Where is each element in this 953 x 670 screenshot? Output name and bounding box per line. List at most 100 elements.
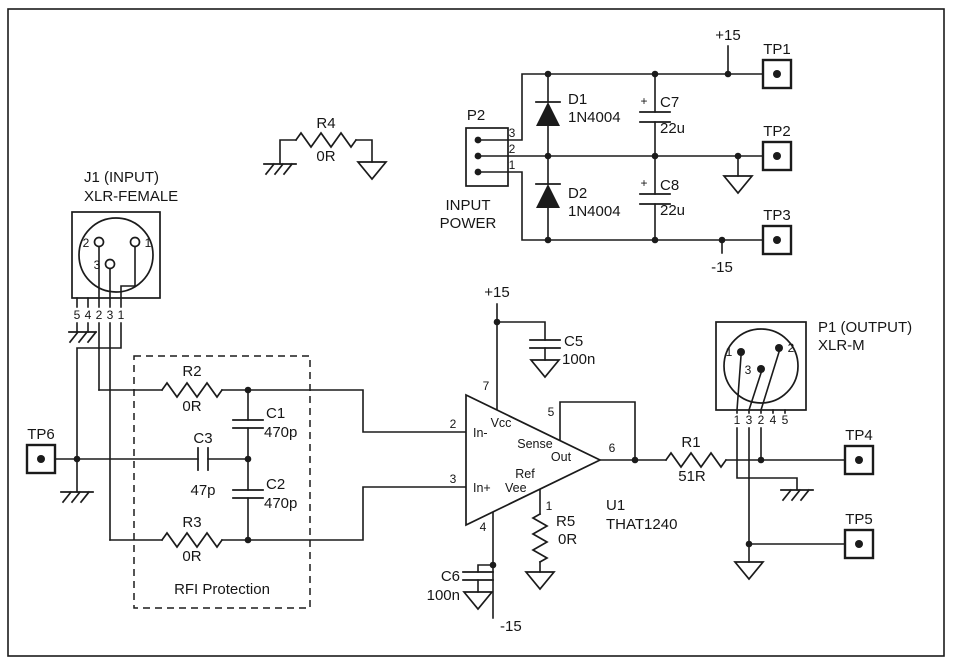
earth-ground-icon <box>263 162 297 176</box>
j1-tail-pin-label: 1 <box>118 308 125 322</box>
junction-dot <box>745 540 753 548</box>
p1-tail-pin-label: 5 <box>782 413 789 427</box>
r4-ref-label: R4 <box>316 115 335 132</box>
testpoint-tp3: TP3 <box>761 207 793 256</box>
c1-ref-label: C1 <box>266 405 285 422</box>
diode-d1: D1 1N4004 <box>535 91 621 126</box>
c6-value-label: 100n <box>427 587 460 604</box>
u1-supply-pos-label: +15 <box>484 284 509 301</box>
tp6-label: TP6 <box>27 426 55 443</box>
u1-in-plus-label: In+ <box>473 481 491 495</box>
u1-pin1-label: 1 <box>546 499 553 513</box>
connector-p1: P1 (OUTPUT) XLR-M 1 2 3 1 3 2 4 5 <box>715 319 912 581</box>
c8-plates <box>639 193 671 205</box>
wire-power <box>477 45 764 254</box>
j1-tail-pin-label: 5 <box>74 308 81 322</box>
c7-plates <box>639 111 671 123</box>
u1-pin6-label: 6 <box>609 441 616 455</box>
u1-pin2-label: 2 <box>450 417 457 431</box>
j1-face-pin1-label: 1 <box>145 236 152 250</box>
c7-value-label: 22u <box>660 120 685 137</box>
c8-polarity-label: + <box>640 176 647 190</box>
junction-dot <box>544 236 552 244</box>
tp1-label: TP1 <box>763 41 791 58</box>
p1-tail-pin-label: 1 <box>734 413 741 427</box>
positive-rail-label: +15 <box>715 27 740 44</box>
p2-pin-dot <box>474 136 482 144</box>
connector-j1: J1 (INPUT) XLR-FEMALE 2 1 3 5 4 2 3 1 <box>60 169 178 541</box>
c8-ref-label: C8 <box>660 177 679 194</box>
r4-wires <box>279 139 373 165</box>
c6-ref-label: C6 <box>441 568 460 585</box>
d2-ref-label: D2 <box>568 185 587 202</box>
r1-zigzag <box>664 451 728 469</box>
opamp-u1-section: C5 100n C6 100n R5 0R +15 -15 7 2 3 5 6 … <box>427 284 678 635</box>
r5-value-label: 0R <box>558 531 577 548</box>
p2-pin2-label: 2 <box>509 142 516 156</box>
c5-ref-label: C5 <box>564 333 583 350</box>
testpoint-tp4: TP4 <box>843 427 875 476</box>
junction-dot <box>651 236 659 244</box>
u1-pin5-label: 5 <box>548 405 555 419</box>
p2-pin-dot <box>474 152 482 160</box>
c2-plates <box>232 489 264 499</box>
p1-title-label: P1 (OUTPUT) <box>818 319 912 336</box>
p2-ref-label: P2 <box>467 107 485 124</box>
tp3-label: TP3 <box>763 207 791 224</box>
ground-triangle-icon <box>722 175 754 195</box>
j1-pin-wires <box>76 246 136 308</box>
r2-value-label: 0R <box>182 398 201 415</box>
tp4-dot <box>855 456 863 464</box>
junction-dot <box>631 456 639 464</box>
junction-dot <box>244 536 252 544</box>
r5-ref-label: R5 <box>556 513 575 530</box>
r3-ref-label: R3 <box>182 514 201 531</box>
p2-caption-1: INPUT <box>446 197 491 214</box>
junction-dots <box>73 70 765 569</box>
c1-value-label: 470p <box>264 424 297 441</box>
connector-p2: P2 3 2 1 INPUT POWER <box>440 107 516 232</box>
u1-vcc-label: Vcc <box>491 416 512 430</box>
rfi-box-label: RFI Protection <box>174 581 270 598</box>
r2-ref-label: R2 <box>182 363 201 380</box>
tp6-dot <box>37 455 45 463</box>
p2-caption-2: POWER <box>440 215 497 232</box>
j1-title-label: J1 (INPUT) <box>84 169 159 186</box>
junction-dot <box>544 152 552 160</box>
p2-pin3-label: 3 <box>509 126 516 140</box>
earth-ground-icon <box>780 488 814 502</box>
u1-ref-pin-label: Ref <box>515 467 535 481</box>
junction-dot <box>544 70 552 78</box>
r4-zigzag <box>294 131 358 149</box>
junction-dot <box>651 152 659 160</box>
d2-value-label: 1N4004 <box>568 203 621 220</box>
rfi-protection-section: R2 0R C1 470p C3 47p C2 470p R3 0R RFI P… <box>98 355 467 609</box>
tp2-dot <box>773 152 781 160</box>
u1-ref-label: U1 <box>606 497 625 514</box>
p1-face-pin2-label: 2 <box>788 341 795 355</box>
d1-triangle <box>536 102 560 126</box>
rfi-dashed-box <box>133 355 311 609</box>
p1-face-pin3-label: 3 <box>745 363 752 377</box>
c3-value-label: 47p <box>190 482 215 499</box>
p1-pin-2 <box>775 344 783 352</box>
u1-vee-label: Vee <box>505 481 527 495</box>
tp2-label: TP2 <box>763 123 791 140</box>
j1-face-pin3-label: 3 <box>94 258 101 272</box>
capacitor-c8: + C8 22u <box>639 176 685 219</box>
j1-socket-3 <box>104 258 116 270</box>
testpoint-tp5: TP5 <box>843 511 875 560</box>
capacitor-c7: + C7 22u <box>639 94 685 137</box>
j1-face-pin2-label: 2 <box>83 236 90 250</box>
j1-tail-pin-label: 3 <box>107 308 114 322</box>
tp1-dot <box>773 70 781 78</box>
tp6-pad <box>25 443 57 475</box>
u1-in-minus-label: In- <box>473 426 488 440</box>
p1-tail-pin-label: 2 <box>758 413 765 427</box>
junction-dot <box>244 455 252 463</box>
tp3-dot <box>773 236 781 244</box>
c2-value-label: 470p <box>264 495 297 512</box>
c7-polarity-label: + <box>640 94 647 108</box>
